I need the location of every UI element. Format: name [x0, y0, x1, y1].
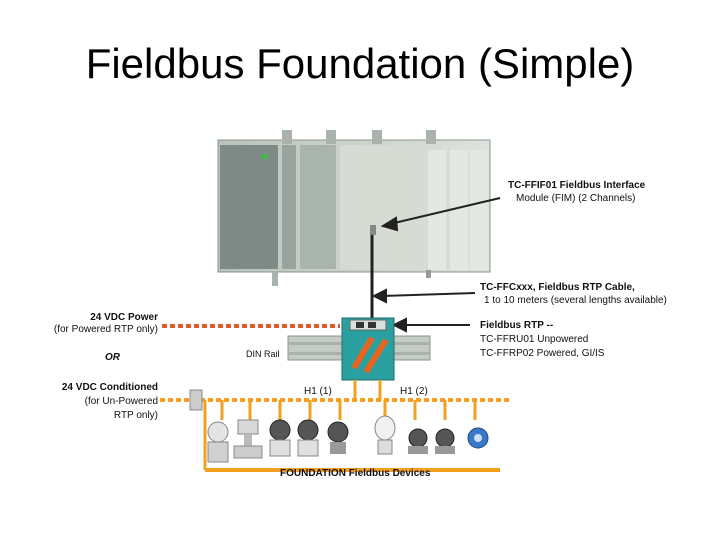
device-blue-transmitter [467, 427, 489, 449]
conditioned-label-line3: RTP only) [113, 410, 158, 421]
or-label: OR [105, 352, 120, 363]
leader-lines [371, 197, 501, 333]
slide-title: Fieldbus Foundation (Simple) [85, 40, 635, 87]
conditioned-label-line2: (for Un-Powered [84, 396, 158, 407]
cable-label-line1: TC-FFCxxx, Fieldbus RTP Cable, [480, 282, 635, 293]
h1-segment-2-label: H1 (2) [400, 386, 428, 397]
device-transmitter [207, 421, 229, 463]
fim-label-line1: TC-FFIF01 Fieldbus Interface [508, 180, 646, 191]
power-label-line2: (for Powered RTP only) [53, 324, 158, 335]
rtp-label-line1: Fieldbus RTP -- [480, 320, 554, 331]
device-flowmeter-1 [269, 419, 291, 457]
din-rail-label: DIN Rail [246, 349, 280, 359]
conditioned-label-line1: 24 VDC Conditioned [61, 382, 158, 393]
power-label-line1: 24 VDC Power [90, 312, 158, 323]
device-analyzer [374, 415, 396, 455]
h1-segment-1-label: H1 (1) [304, 386, 332, 397]
field-devices [207, 415, 489, 463]
rtp-label-line2: TC-FFRU01 Unpowered [480, 334, 589, 345]
power-conditioner [189, 389, 203, 411]
controller-rack [217, 130, 491, 286]
device-valve [233, 419, 263, 459]
rtp-module [341, 317, 395, 381]
device-pressure-2 [435, 428, 455, 454]
device-positioner [327, 421, 349, 454]
cable-label-line2: 1 to 10 meters (several lengths availabl… [484, 295, 667, 306]
devices-caption: FOUNDATION Fieldbus Devices [280, 468, 431, 479]
rtp-label-line3: TC-FFRP02 Powered, GI/IS [480, 348, 605, 359]
fim-label-line2: Module (FIM) (2 Channels) [516, 193, 636, 204]
h1-segments [203, 380, 500, 472]
device-flowmeter-2 [297, 419, 319, 457]
device-pressure-1 [408, 428, 428, 454]
